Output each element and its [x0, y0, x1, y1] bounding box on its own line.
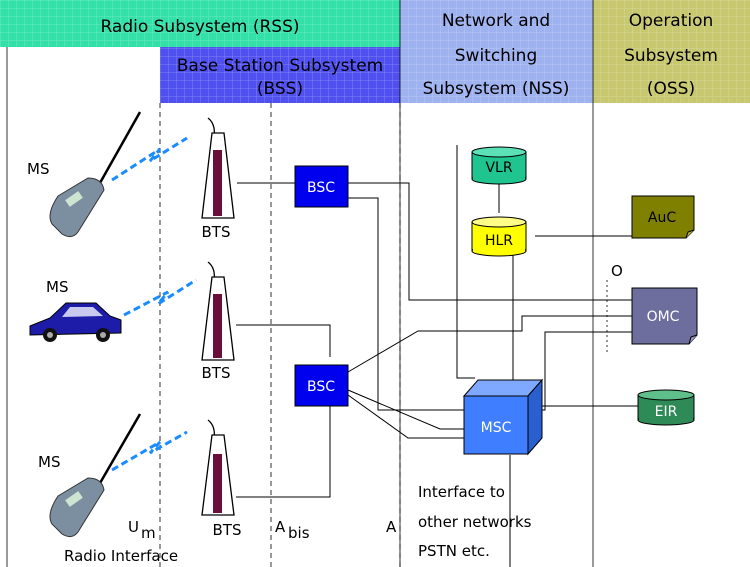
nss-title-line1: Network and	[442, 11, 550, 31]
o-interface-label: O	[611, 262, 623, 280]
a-interface-label: A	[386, 518, 397, 536]
um-main: U	[128, 518, 139, 536]
omc-node: OMC	[631, 287, 698, 345]
radio-interface-label: Radio Interface	[64, 547, 178, 565]
vlr-database-icon: VLR	[471, 146, 527, 185]
bts-tower-icon	[201, 117, 235, 219]
ms-label: MS	[27, 160, 49, 178]
bss-title-line2: (BSS)	[257, 79, 303, 99]
bss-title-line1: Base Station Subsystem	[177, 56, 383, 76]
bts-tower-icon	[201, 261, 235, 361]
auc-label: AuC	[648, 210, 676, 226]
oss-header: Operation Subsystem (OSS)	[593, 0, 750, 103]
omc-label: OMC	[647, 309, 680, 325]
bts-tower-icon	[201, 419, 235, 516]
abis-main: A	[275, 518, 286, 536]
mobile-phone-icon	[49, 111, 142, 238]
hlr-label: HLR	[485, 233, 513, 249]
oss-title-line2: Subsystem	[624, 46, 718, 66]
eir-database-icon: EIR	[637, 389, 695, 426]
external-line2: other networks	[418, 513, 532, 531]
bsc-label: BSC	[307, 379, 335, 395]
mobile-phone-icon	[49, 413, 142, 538]
nss-title-line2: Switching	[455, 46, 538, 66]
bss-header: Base Station Subsystem (BSS)	[160, 47, 400, 103]
bsc-node: BSC	[294, 165, 349, 208]
hlr-database-icon: HLR	[471, 216, 527, 257]
ms-label: MS	[46, 278, 68, 296]
radio-links	[111, 136, 197, 472]
bsc-label: BSC	[307, 180, 335, 196]
external-line1: Interface to	[418, 483, 505, 501]
ms-label: MS	[38, 453, 60, 471]
nss-header: Network and Switching Subsystem (NSS)	[400, 0, 593, 103]
abis-sub: bis	[288, 524, 310, 542]
connections	[236, 145, 638, 567]
msc-label: MSC	[481, 420, 512, 436]
bts-label: BTS	[202, 223, 231, 241]
bts-label: BTS	[213, 521, 242, 539]
oss-title-line3: (OSS)	[647, 79, 695, 99]
oss-title-line1: Operation	[629, 11, 714, 31]
vlr-label: VLR	[485, 160, 512, 176]
rss-header: Radio Subsystem (RSS)	[0, 0, 400, 47]
external-line3: PSTN etc.	[418, 542, 490, 560]
eir-label: EIR	[655, 404, 678, 420]
separators	[6, 0, 608, 567]
bts-label: BTS	[202, 364, 231, 382]
um-sub: m	[141, 524, 156, 542]
abis-interface-label: A bis	[275, 518, 310, 542]
bsc-node: BSC	[294, 364, 349, 407]
msc-node: MSC	[462, 378, 544, 456]
external-networks-label: Interface to other networks PSTN etc.	[418, 483, 532, 560]
nss-title-line3: Subsystem (NSS)	[423, 79, 570, 99]
rss-title: Radio Subsystem (RSS)	[100, 17, 299, 37]
car-icon	[29, 302, 122, 342]
um-interface-label: U m	[128, 518, 156, 542]
auc-node: AuC	[631, 195, 695, 239]
